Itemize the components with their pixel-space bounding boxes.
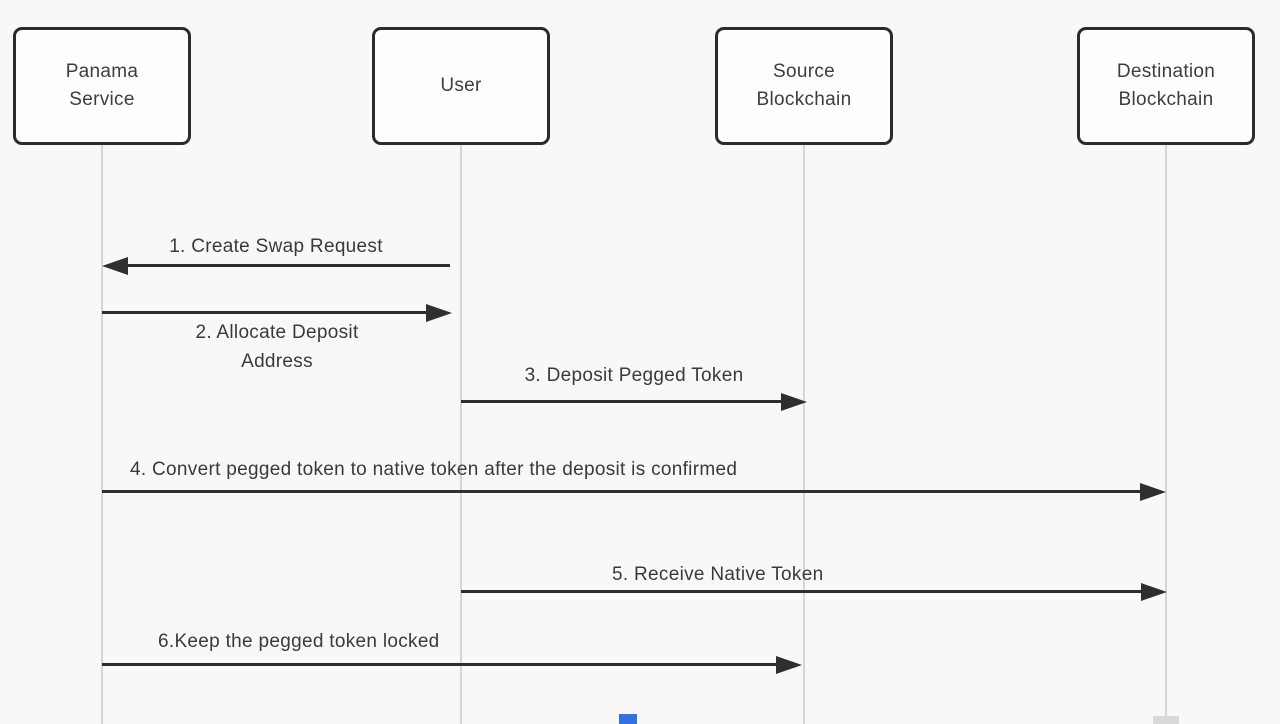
message-2-arrow-shaft [102,311,430,314]
arrowhead-right-icon [776,656,802,674]
message-1-arrow-shaft [124,264,450,267]
message-2-arrow [102,304,452,322]
lifeline-user [460,145,462,724]
message-6-arrow [102,656,802,674]
actor-user-label: User [440,75,482,96]
message-5-arrow-shaft [461,590,1145,593]
message-5-label: 5. Receive Native Token [612,564,824,585]
actor-user: User [372,27,550,145]
message-6-label: 6.Keep the pegged token locked [158,631,440,652]
message-3-label: 3. Deposit Pegged Token [524,365,744,386]
actor-destination-blockchain-label: Destination Blockchain [1116,61,1216,110]
message-4-arrow [102,483,1166,501]
arrowhead-right-icon [781,393,807,411]
lifeline-panama-service [101,145,103,724]
actor-panama-service-label: Panama Service [65,61,139,110]
message-1-arrow [102,257,450,275]
message-1-label: 1. Create Swap Request [169,236,383,257]
actor-panama-service: Panama Service [13,27,191,145]
lifeline-source-blockchain [803,145,805,724]
message-3-arrow-shaft [461,400,785,403]
arrowhead-left-icon [102,257,128,275]
message-3-arrow [461,393,807,411]
message-4-arrow-shaft [102,490,1144,493]
message-2-label: 2. Allocate Deposit Address [195,322,359,372]
arrowhead-right-icon [426,304,452,322]
arrowhead-right-icon [1141,583,1167,601]
blue-marker [619,714,637,724]
message-4-label: 4. Convert pegged token to native token … [130,459,738,480]
actor-destination-blockchain: Destination Blockchain [1077,27,1255,145]
arrowhead-right-icon [1140,483,1166,501]
message-6-arrow-shaft [102,663,780,666]
lifeline-destination-end-cap [1153,716,1179,724]
actor-source-blockchain-label: Source Blockchain [756,61,852,110]
lifeline-destination-blockchain [1165,145,1167,724]
message-5-arrow [461,583,1167,601]
actor-source-blockchain: Source Blockchain [715,27,893,145]
